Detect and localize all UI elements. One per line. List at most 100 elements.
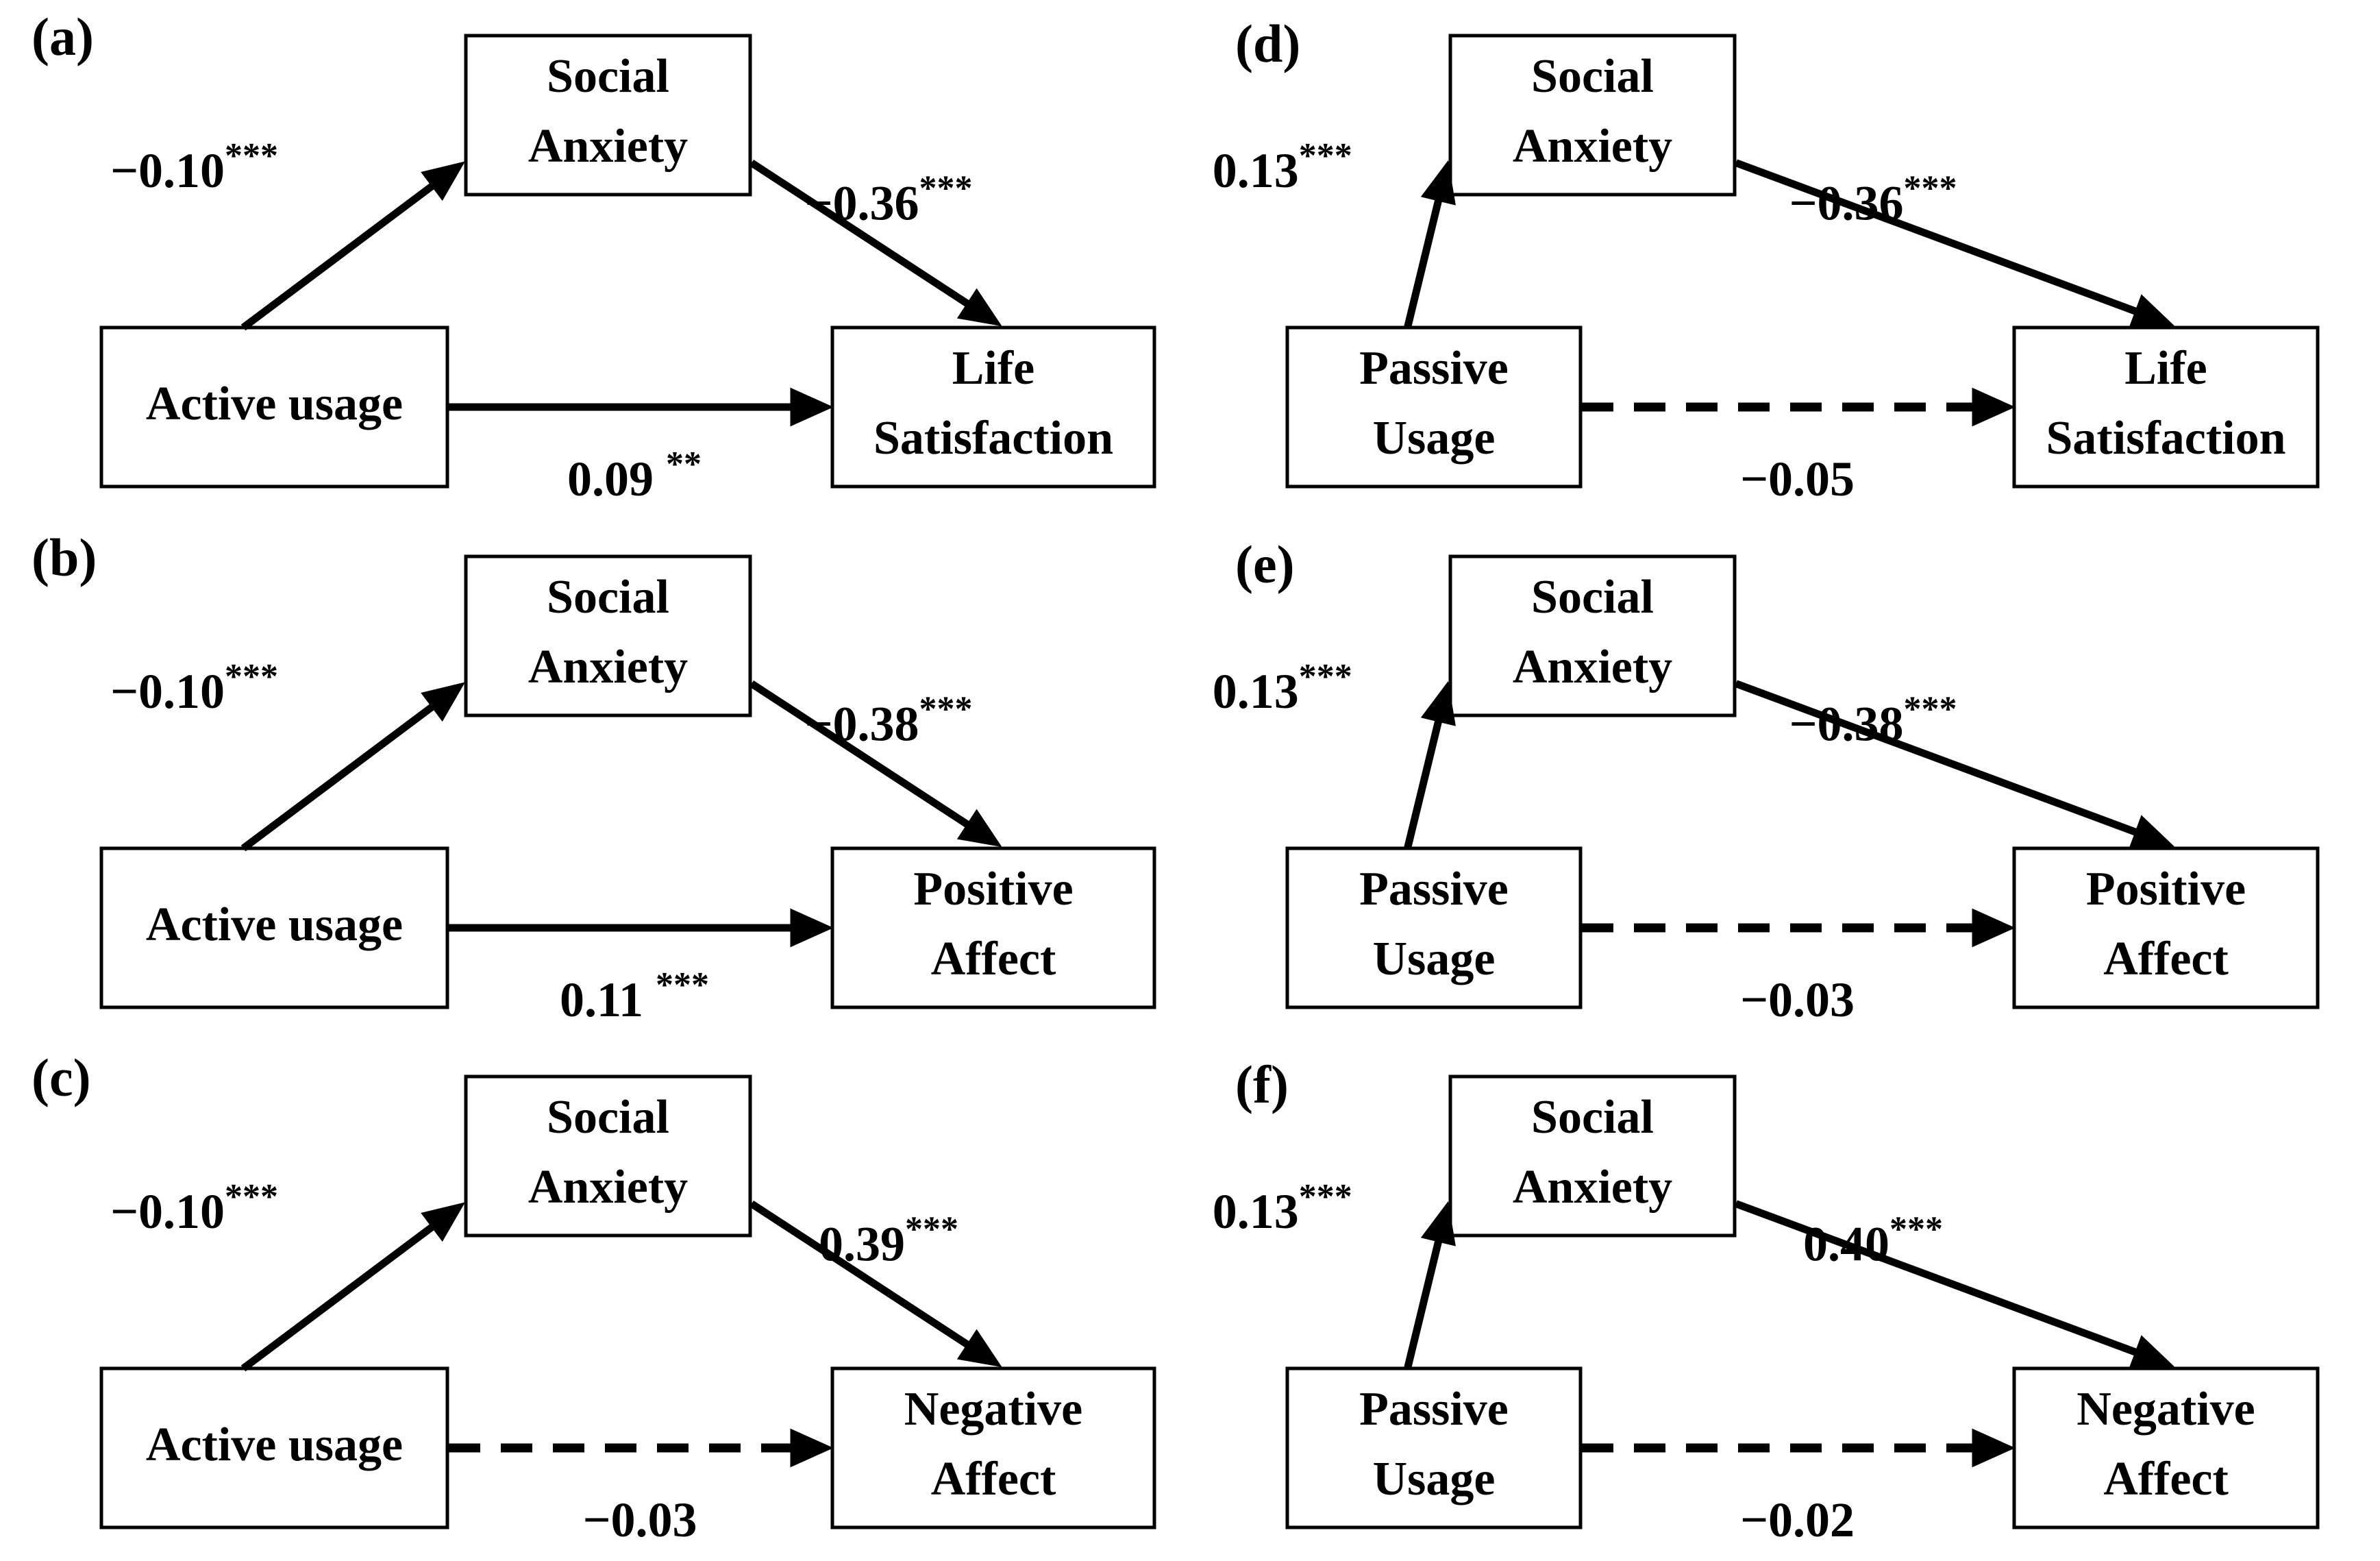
mediator-label-line2: Anxiety: [1513, 1161, 1672, 1214]
mediator-box: [1448, 554, 1737, 717]
mediator-box: [464, 1074, 752, 1238]
predictor-box: [1285, 1366, 1583, 1529]
path-b-line: [749, 159, 985, 317]
predictor-label-line1: Passive: [1359, 1383, 1509, 1436]
path-b-line: [1735, 680, 2155, 842]
path-b-line: [1735, 1200, 2155, 1362]
mediator-box: [464, 554, 752, 717]
path-c-arrowhead: [790, 387, 834, 427]
outcome-box: [2012, 1366, 2320, 1529]
path-c-arrowhead: [1972, 1428, 2016, 1468]
mediator-label-line2: Anxiety: [1513, 120, 1672, 173]
predictor-box: [99, 846, 449, 1009]
path-b-line: [749, 680, 985, 838]
path-c-coefficient: −0.02: [1740, 1492, 1855, 1547]
path-b-arrowhead: [956, 288, 1002, 327]
path-a-coefficient: 0.13***: [1213, 657, 1352, 719]
path-b-coefficient: 0.39***: [819, 1210, 958, 1272]
outcome-label-line1: Positive: [913, 863, 1073, 915]
outcome-label-line2: Satisfaction: [873, 412, 1113, 465]
outcome-label-line1: Negative: [2077, 1383, 2255, 1436]
outcome-box: [2012, 846, 2320, 1009]
outcome-label-line1: Positive: [2086, 863, 2246, 915]
path-b-arrowhead: [2129, 294, 2174, 328]
mediator-box: [464, 34, 752, 197]
path-b-line: [749, 1200, 985, 1358]
path-a-arrowhead: [1420, 160, 1456, 206]
predictor-box: [99, 1366, 449, 1529]
mediator-label-line1: Social: [547, 571, 669, 624]
outcome-box: [830, 325, 1156, 489]
outcome-box: [2012, 325, 2320, 489]
path-c-coefficient: −0.03: [582, 1492, 697, 1547]
mediator-label-line2: Anxiety: [528, 120, 688, 173]
path-c-coefficient: 0.11 ***: [560, 966, 709, 1027]
path-b-arrowhead: [956, 1329, 1002, 1368]
panel-tag: (d): [1235, 14, 1300, 73]
path-a-arrowhead: [421, 682, 466, 722]
outcome-box: [830, 846, 1156, 1009]
mediator-box: [1448, 34, 1737, 197]
predictor-box: [1285, 846, 1583, 1009]
panel-tag: (e): [1235, 534, 1295, 594]
path-a-coefficient: 0.13***: [1213, 1177, 1352, 1239]
mediator-label-line1: Social: [1531, 50, 1654, 103]
path-a-coefficient: −0.10***: [110, 136, 278, 198]
mediator-label-line1: Social: [1531, 571, 1654, 624]
panel-tag: (c): [32, 1048, 91, 1107]
path-b-coefficient: −0.38***: [804, 690, 972, 752]
mediator-label-line1: Social: [547, 50, 669, 103]
path-a-line: [1404, 1222, 1447, 1370]
predictor-label-line2: Usage: [1373, 412, 1496, 465]
outcome-label-line2: Affect: [2103, 933, 2229, 985]
outcome-box: [830, 1366, 1156, 1529]
predictor-box: [99, 325, 449, 489]
path-a-line: [1404, 702, 1447, 850]
predictor-label-line1: Active usage: [146, 1418, 403, 1471]
path-b-arrowhead: [2129, 1335, 2174, 1369]
path-b-coefficient: −0.36***: [1789, 169, 1957, 231]
path-a-line: [240, 172, 449, 331]
path-a-coefficient: 0.13***: [1213, 136, 1352, 198]
path-b-coefficient: 0.40***: [1803, 1210, 1943, 1272]
path-a-line: [1404, 182, 1447, 329]
outcome-label-line2: Affect: [931, 1453, 1056, 1505]
panel-tag: (b): [32, 528, 97, 587]
path-a-arrowhead: [421, 161, 466, 201]
path-a-arrowhead: [1420, 1201, 1456, 1246]
mediator-box: [1448, 1074, 1737, 1238]
path-a-line: [240, 1213, 449, 1372]
predictor-box: [1285, 325, 1583, 489]
predictor-label-line1: Passive: [1359, 342, 1509, 395]
path-a-arrowhead: [421, 1202, 466, 1242]
outcome-label-line2: Affect: [2103, 1453, 2229, 1505]
panel-tag: (a): [32, 7, 94, 66]
path-b-coefficient: −0.38***: [1789, 690, 1957, 752]
panel-tag: (f): [1235, 1055, 1289, 1114]
outcome-label-line1: Negative: [904, 1383, 1082, 1436]
path-b-coefficient: −0.36***: [804, 169, 972, 231]
mediator-label-line2: Anxiety: [528, 1161, 688, 1214]
outcome-label-line2: Satisfaction: [2046, 412, 2286, 465]
outcome-label-line1: Life: [952, 342, 1035, 395]
predictor-label-line1: Active usage: [146, 898, 403, 951]
predictor-label-line2: Usage: [1373, 933, 1496, 985]
path-a-coefficient: −0.10***: [110, 1177, 278, 1239]
predictor-label-line2: Usage: [1373, 1453, 1496, 1505]
mediator-label-line2: Anxiety: [528, 641, 688, 693]
path-b-arrowhead: [2129, 815, 2174, 849]
predictor-label-line1: Active usage: [146, 378, 403, 430]
path-c-arrowhead: [1972, 387, 2016, 427]
path-b-arrowhead: [956, 809, 1002, 848]
path-c-coefficient: −0.03: [1740, 972, 1855, 1027]
path-b-line: [1735, 159, 2155, 321]
outcome-label-line2: Affect: [931, 933, 1056, 985]
path-a-coefficient: −0.10***: [110, 657, 278, 719]
